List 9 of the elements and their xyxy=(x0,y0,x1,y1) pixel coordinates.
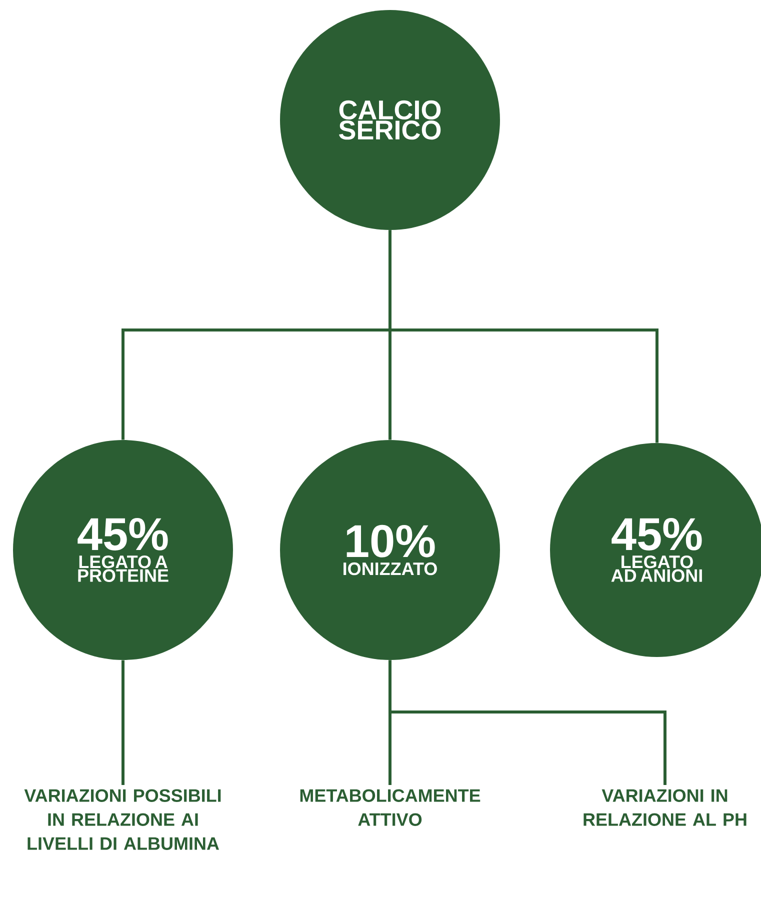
connector-line xyxy=(388,660,666,785)
text-label: VARIAZIONI POSSIBILI IN RELAZIONE AI LIVELLI DI ALBUMINA xyxy=(24,789,221,850)
connector-line xyxy=(122,660,124,785)
circle-node: 10% IONIZZATO xyxy=(280,440,500,660)
circle-node: CALCIO SERICO xyxy=(280,10,500,230)
text-label: VARIAZIONI IN RELAZIONE AL PH xyxy=(584,789,746,826)
text-label: METABOLICAMENTE ATTIVO xyxy=(300,789,480,826)
connector-line xyxy=(388,230,658,443)
circle-node: 45% LEGATO A PROTEINE xyxy=(13,440,233,660)
